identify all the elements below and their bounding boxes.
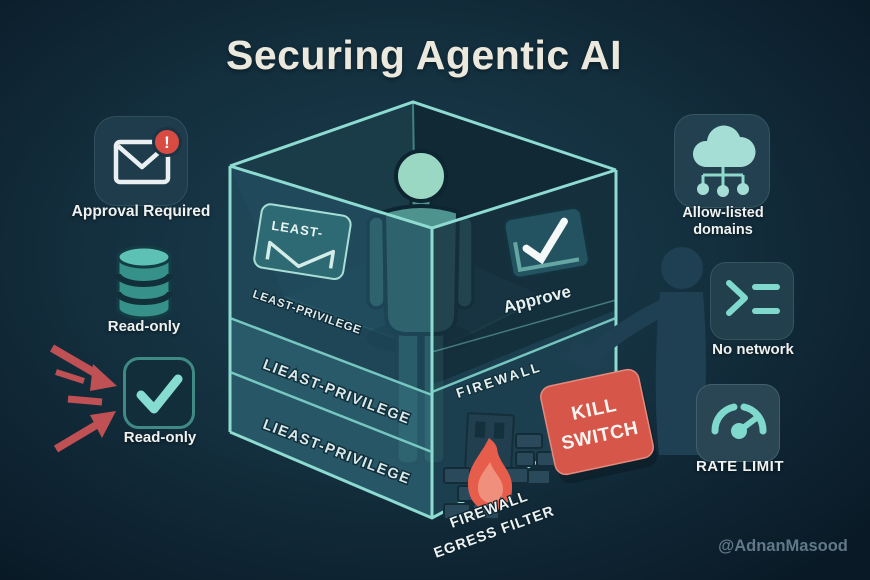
attack-arrows-icon [49,344,117,453]
no-network-label: No network [712,341,794,358]
check-icon [522,217,568,265]
rate-limit-tile [696,384,780,462]
cloud-network-tile [674,114,770,208]
left-band-1 [230,318,432,452]
terminal-icon [726,280,780,316]
cube-edges [228,100,618,520]
read-only-db-label: Read-only [107,318,181,335]
figure-head [394,149,448,203]
kill-switch-button: KILL SWITCH [540,368,654,476]
terminal-tile [710,262,794,340]
alert-badge-glyph: ! [164,133,170,152]
database-tile [112,244,176,324]
cloud-network-icon [692,125,756,197]
watermark: @AdnanMasood [718,537,848,555]
envelope-m-icon [265,240,336,269]
approval-required-label: Approval Required [71,203,211,220]
left-band-2 [230,372,432,518]
gauge-icon [711,403,767,439]
mail-alert-tile: ! [94,116,188,206]
alert-badge [152,127,182,157]
operator-figure [566,247,706,455]
mail-alert-icon: ! [113,127,182,185]
read-only-check-label: Read-only [123,429,197,446]
firewall-brick-icon [443,412,560,520]
approved-check-icon [136,374,183,414]
approved-check-tile [123,357,195,429]
least-badge: LEAST- [253,203,352,280]
page-title: Securing Agentic AI [225,32,623,78]
allow-listed-domains-label: Allow-listed domains [682,205,764,238]
database-icon [115,245,173,320]
rate-limit-label: RATE LIMIT [695,458,785,475]
approve-badge [503,206,591,280]
